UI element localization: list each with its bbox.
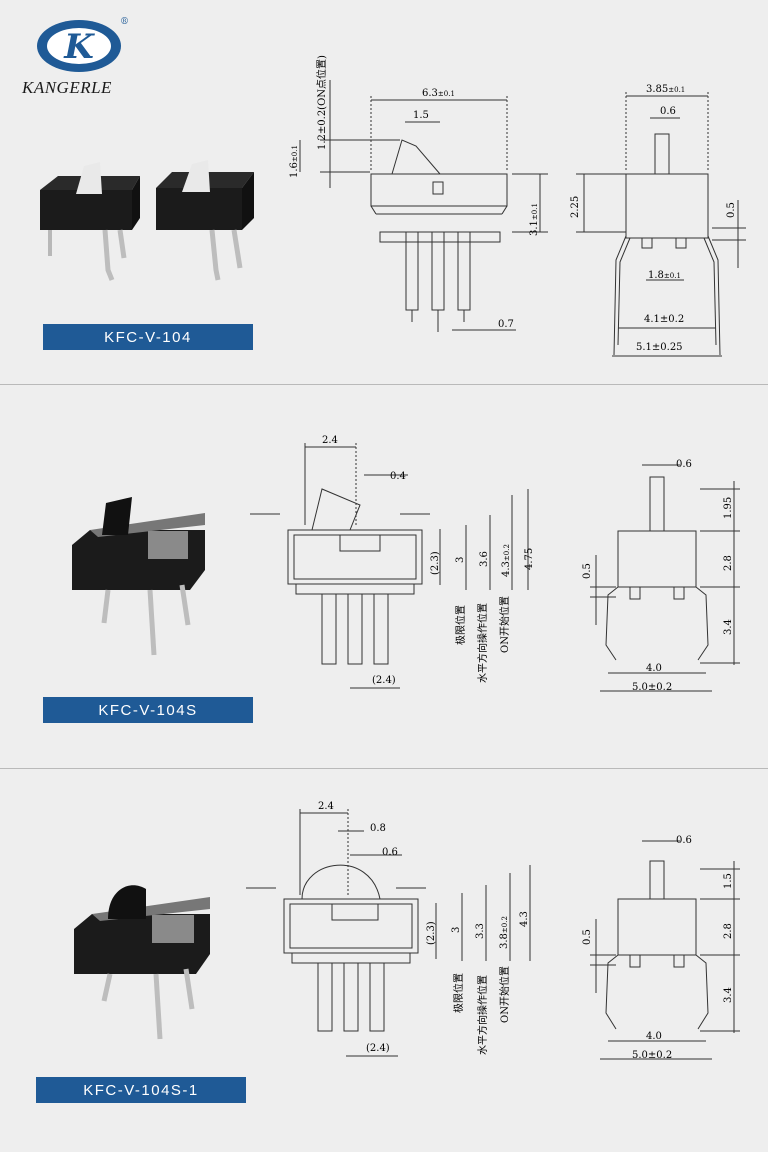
side-dim-h2: 2.8 xyxy=(723,555,734,571)
label-limit-position: 极限位置 xyxy=(452,973,465,1013)
dim-d3: 3.3 xyxy=(475,923,486,939)
side-dim-h1: 2.25 xyxy=(570,196,581,218)
registered-mark: ® xyxy=(120,17,129,27)
label-on-position: ON开始位置 xyxy=(498,966,511,1023)
product-panel-1: K ® KANGERLE xyxy=(0,0,768,384)
side-dim-h2: 0.5 xyxy=(726,202,737,218)
side-dim-span: 4.0 xyxy=(646,663,662,674)
product-panel-2: 2.4 0.4 (2.3) 3 3.6 4.3±0.2 4.75 (2.4) 极… xyxy=(0,385,768,768)
dim-d4: 4.3±0.2 xyxy=(501,544,512,577)
side-dim-span: 4.0 xyxy=(646,1031,662,1042)
product-3-drawing: 2.4 0.8 0.6 (2.3) 3 3.3 3.8±0.2 4.3 (2.4… xyxy=(74,801,740,1061)
label-operation-position: 水平方向操作位置 xyxy=(476,975,489,1055)
side-dim-lever: 0.6 xyxy=(676,835,692,846)
side-dim-h1: 1.5 xyxy=(723,873,734,889)
panel-divider xyxy=(0,768,768,769)
product-3-photo xyxy=(74,885,210,1040)
dim-top: 2.4 xyxy=(318,801,334,812)
dim-lever-height: 1.6±0.1 xyxy=(289,145,300,178)
panel-divider xyxy=(0,384,768,385)
product-1-photo-right xyxy=(156,160,254,281)
side-dim-span: 4.1±0.2 xyxy=(644,314,684,325)
dim-lever: 1.5 xyxy=(413,110,429,121)
side-dim-width: 3.85±0.1 xyxy=(646,84,685,95)
side-dim-h3: 3.4 xyxy=(723,987,734,1003)
side-dim-h4: 0.5 xyxy=(582,563,593,579)
side-dim-lever: 0.6 xyxy=(660,106,676,117)
side-dim-h3: 3.4 xyxy=(723,619,734,635)
dim-pitch: (2.4) xyxy=(366,1043,390,1054)
side-dim-h2: 2.8 xyxy=(723,923,734,939)
dim-d1: (2.3) xyxy=(430,551,441,575)
product-1-drawing: 6.3±0.1 1.5 1.2±0.2(ON点位置) 1.6±0.1 3.1±0… xyxy=(40,55,746,357)
dim-offset-1: 0.8 xyxy=(370,823,386,834)
dim-offset: 0.4 xyxy=(390,471,406,482)
model-badge: KFC-V-104S xyxy=(43,697,253,723)
product-1-side-view xyxy=(576,92,746,357)
dim-pin-width: 0.7 xyxy=(498,319,514,330)
product-2-side-view xyxy=(590,464,740,692)
product-2-drawing: 2.4 0.4 (2.3) 3 3.6 4.3±0.2 4.75 (2.4) 极… xyxy=(72,435,740,693)
model-badge: KFC-V-104 xyxy=(43,324,253,350)
product-1-front-view xyxy=(299,80,548,332)
side-dim-span-total: 5.1±0.25 xyxy=(636,342,683,353)
dim-d1: (2.3) xyxy=(426,921,437,945)
side-dim-h4: 0.5 xyxy=(582,929,593,945)
logo-emblem-icon: K ® xyxy=(37,17,129,72)
dim-offset-2: 0.6 xyxy=(382,847,398,858)
label-operation-position: 水平方向操作位置 xyxy=(476,603,489,683)
dim-top: 2.4 xyxy=(322,435,338,446)
side-dim-pitch: 1.8±0.1 xyxy=(648,270,681,281)
logo-letter: K xyxy=(63,27,95,67)
dim-d2: 3 xyxy=(451,927,462,933)
side-dim-h1: 1.95 xyxy=(723,497,734,519)
label-on-position: ON开始位置 xyxy=(498,596,511,653)
dim-d5: 4.75 xyxy=(524,548,535,570)
product-2-photo xyxy=(72,497,205,656)
product-3-front-view xyxy=(246,809,531,1057)
side-dim-span-total: 5.0±0.2 xyxy=(632,682,672,693)
model-badge: KFC-V-104S-1 xyxy=(36,1077,246,1103)
product-3-side-view xyxy=(590,840,740,1060)
dim-d2: 3 xyxy=(455,557,466,563)
brand-logo: K ® KANGERLE xyxy=(22,14,142,104)
dim-width: 6.3±0.1 xyxy=(422,88,455,99)
dim-on-position: 1.2±0.2(ON点位置) xyxy=(315,55,328,150)
brand-name: KANGERLE xyxy=(22,78,112,97)
product-1-photo-left xyxy=(40,162,140,281)
dim-d5: 4.3 xyxy=(519,911,530,927)
side-dim-lever: 0.6 xyxy=(676,459,692,470)
dim-d4: 3.8±0.2 xyxy=(499,916,510,949)
dim-pitch: (2.4) xyxy=(372,675,396,686)
product-2-front-view xyxy=(250,443,529,689)
product-panel-3: 2.4 0.8 0.6 (2.3) 3 3.3 3.8±0.2 4.3 (2.4… xyxy=(0,769,768,1152)
dim-d3: 3.6 xyxy=(479,551,490,567)
label-limit-position: 极限位置 xyxy=(454,605,467,645)
dim-body-height: 3.1±0.1 xyxy=(529,203,540,236)
side-dim-span-total: 5.0±0.2 xyxy=(632,1050,672,1061)
